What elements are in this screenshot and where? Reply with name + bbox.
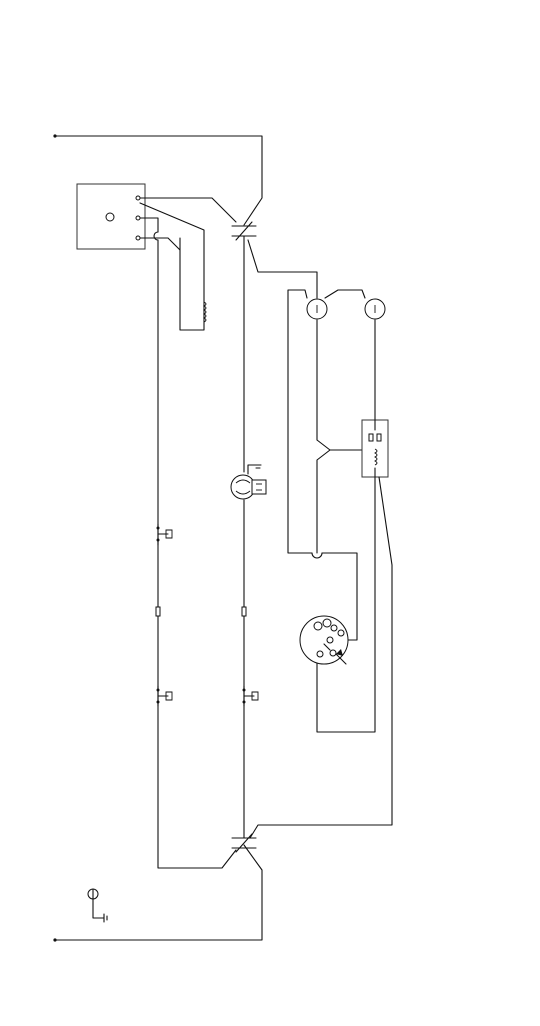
lamp-feed-wire [248, 240, 317, 298]
left-lamp [307, 299, 327, 319]
terminal-wires [140, 198, 236, 868]
rotary-timer-dial [300, 616, 348, 664]
door-switch-top [157, 524, 173, 545]
right-lamp [365, 299, 385, 319]
ground-symbol [88, 889, 107, 922]
door-switch-bottom [157, 686, 173, 706]
timer-motor [231, 465, 266, 499]
terminal-block [77, 184, 145, 249]
inline-fuse-left [156, 607, 160, 616]
door-switch-center [243, 686, 259, 706]
relay-coil-module [362, 420, 388, 477]
inline-fuse-center [242, 607, 246, 616]
